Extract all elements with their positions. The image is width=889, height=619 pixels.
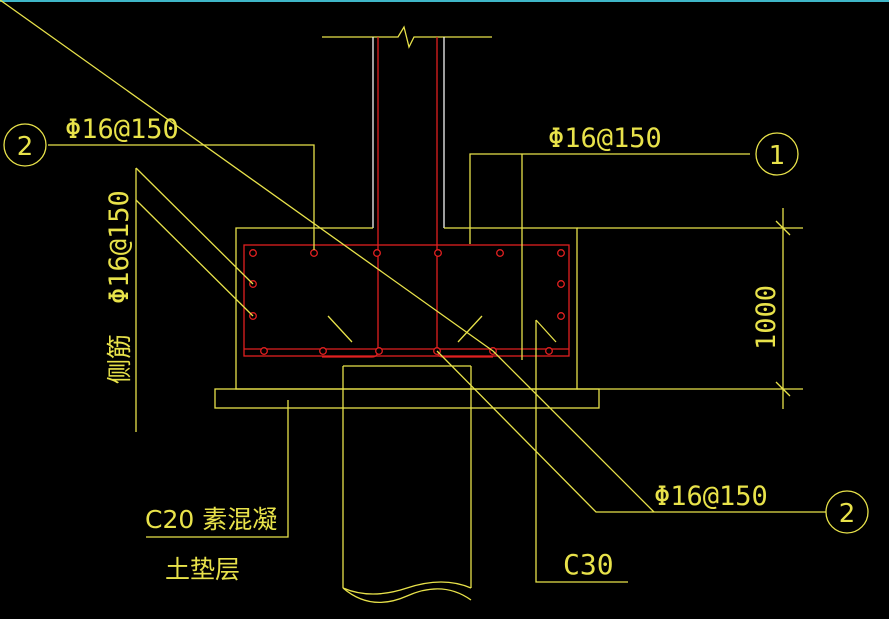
leader-top-left — [48, 144, 315, 250]
rebar-dot — [545, 347, 553, 355]
top-border-line — [0, 0, 889, 2]
rebar-dot — [557, 249, 565, 257]
label-rebar-top-left: Φ16@150 — [65, 114, 179, 145]
marker-circle-top-right — [755, 132, 799, 176]
label-rebar-bottom: Φ16@150 — [654, 481, 768, 512]
label-rebar-top-right: Φ16@150 — [548, 123, 662, 154]
label-rebar-side: Φ16@150 — [104, 190, 135, 304]
rebar-dot — [249, 249, 257, 257]
rebar-dot — [375, 347, 383, 355]
leader-c30 — [535, 320, 628, 583]
label-side-bar-title: 侧筋 — [105, 334, 134, 384]
marker-left: 2 — [17, 132, 34, 162]
label-dimension: 1000 — [751, 285, 782, 350]
pile-break-symbol-2 — [342, 587, 472, 603]
leader-pad — [146, 400, 289, 538]
marker-top-right: 1 — [769, 141, 786, 171]
dim-tick-bottom — [775, 381, 791, 397]
leader-side-1 — [135, 167, 254, 285]
leader-top-right — [469, 153, 750, 244]
marker-circle-left — [3, 123, 47, 167]
rebar-dot — [557, 312, 565, 320]
leader-bottom-right — [436, 350, 826, 513]
rebar-dot — [310, 249, 318, 257]
guide-line-1 — [327, 315, 353, 343]
marker-circle-bottom-right — [825, 490, 869, 534]
leader-side-2 — [135, 199, 254, 317]
label-pad-material: C20 素混凝 — [145, 505, 277, 534]
pile-break-symbol — [342, 581, 472, 595]
guide-line-3 — [535, 319, 557, 343]
rebar-dot — [260, 347, 268, 355]
guide-line-2 — [457, 315, 483, 343]
rebar-dot — [434, 249, 442, 257]
marker-bottom-right: 2 — [839, 499, 856, 529]
rebar-dot — [319, 347, 327, 355]
dim-tick-top — [775, 220, 791, 236]
rebar-cage — [243, 244, 570, 357]
rebar-dot — [557, 280, 565, 288]
leader-bottom-right-2 — [0, 0, 494, 352]
leader-bottom-right-3 — [492, 350, 655, 513]
column-break-line — [322, 25, 492, 49]
rebar-dots — [249, 249, 565, 355]
pile-cap-outline — [235, 227, 578, 390]
rebar-dot — [373, 249, 381, 257]
label-pad-material-line2: 土垫层 — [165, 555, 240, 584]
label-concrete-grade: C30 — [563, 548, 614, 581]
cushion-pad — [214, 388, 600, 409]
rebar-dot — [496, 249, 504, 257]
